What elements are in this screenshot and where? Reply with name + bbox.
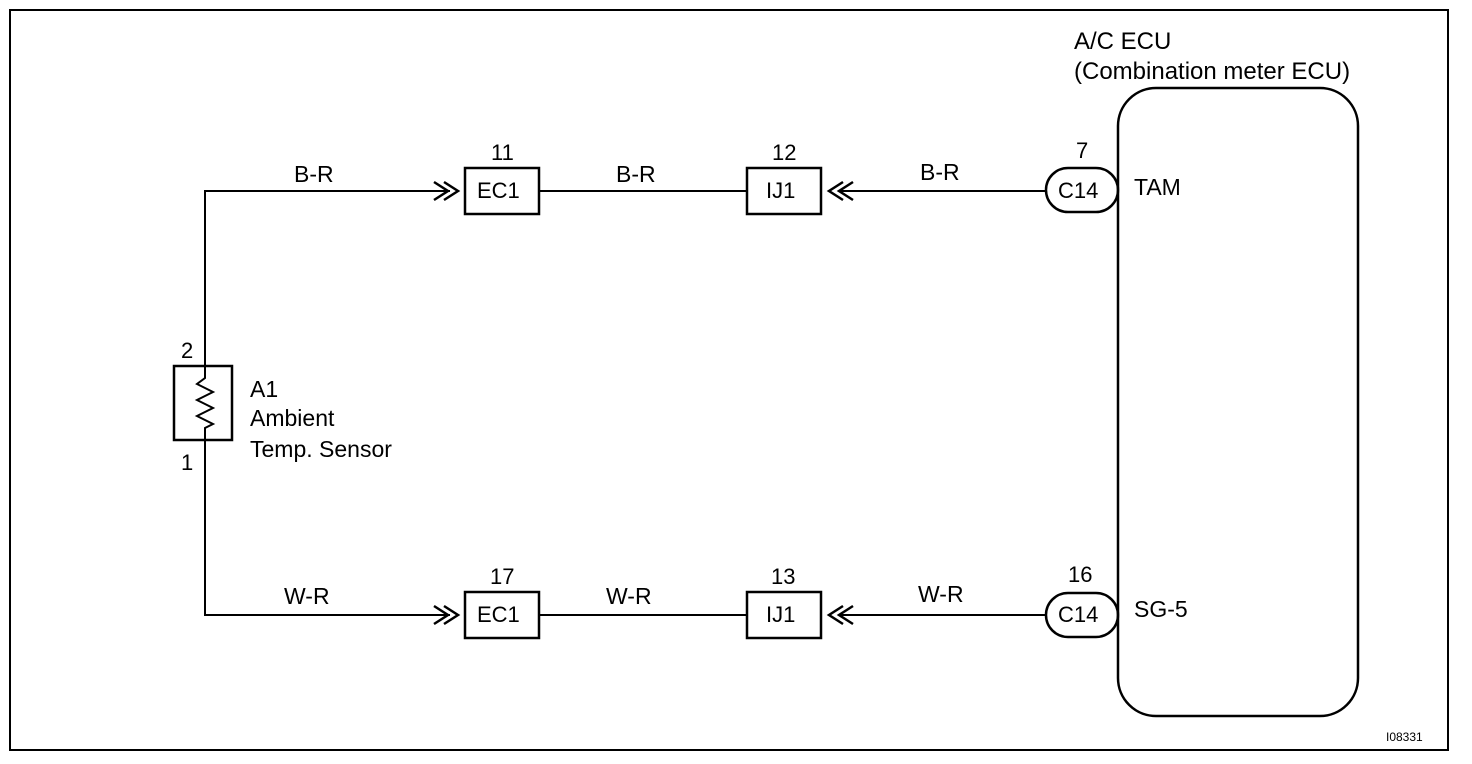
pin-bottom-ij1: 13	[771, 564, 796, 589]
sensor-pin-1: 1	[181, 450, 194, 475]
ecu-title: A/C ECU	[1074, 28, 1172, 55]
resistor-symbol	[194, 366, 216, 440]
connector-label-top-ij1: IJ1	[766, 178, 796, 203]
wire-label-top-right: B-R	[920, 159, 960, 185]
connector-label-top-c14: C14	[1058, 178, 1099, 203]
ecu-body	[1116, 86, 1360, 718]
sensor-pin-2: 2	[181, 338, 194, 363]
connector-label-bottom-ij1: IJ1	[766, 602, 796, 627]
sensor-name-line1: Ambient	[250, 405, 335, 431]
pin-top-c14: 7	[1076, 138, 1089, 163]
pin-bottom-ec1: 17	[490, 564, 515, 589]
ecu-terminal-sg5: SG-5	[1134, 596, 1188, 622]
diagram-frame	[9, 9, 1449, 751]
wire-label-top-mid: B-R	[616, 161, 656, 187]
male-terminal-bottom-ec1	[433, 604, 451, 626]
wire-label-bottom-mid: W-R	[606, 583, 652, 609]
pin-bottom-c14: 16	[1068, 562, 1093, 587]
wire-top-left	[204, 190, 450, 366]
sensor-name-line2: Temp. Sensor	[250, 436, 392, 462]
wire-label-bottom-left: W-R	[284, 583, 330, 609]
male-terminal-bottom-ec1-2	[443, 604, 461, 626]
connector-label-top-ec1: EC1	[477, 178, 520, 203]
male-terminal-top-ec1	[433, 180, 451, 202]
ecu-terminal-tam: TAM	[1134, 174, 1181, 200]
female-terminal-top-ij1	[826, 180, 844, 202]
wire-bottom-left	[204, 440, 450, 616]
connector-top-c14	[1044, 166, 1120, 214]
figure-id: I08331	[1386, 730, 1423, 744]
connector-top-ij1	[745, 166, 823, 216]
connector-bottom-c14	[1044, 591, 1120, 639]
male-terminal-top-ec1-2	[443, 180, 461, 202]
connector-label-bottom-c14: C14	[1058, 602, 1099, 627]
connector-label-bottom-ec1: EC1	[477, 602, 520, 627]
pin-top-ij1: 12	[772, 140, 797, 165]
wire-label-bottom-right: W-R	[918, 581, 964, 607]
female-terminal-bottom-ij1	[826, 604, 844, 626]
sensor-box	[172, 364, 234, 442]
wire-label-top-left: B-R	[294, 161, 334, 187]
ecu-subtitle: (Combination meter ECU)	[1074, 58, 1351, 85]
pin-top-ec1: 11	[491, 140, 514, 165]
sensor-code: A1	[250, 376, 279, 402]
connector-bottom-ij1	[745, 590, 823, 640]
